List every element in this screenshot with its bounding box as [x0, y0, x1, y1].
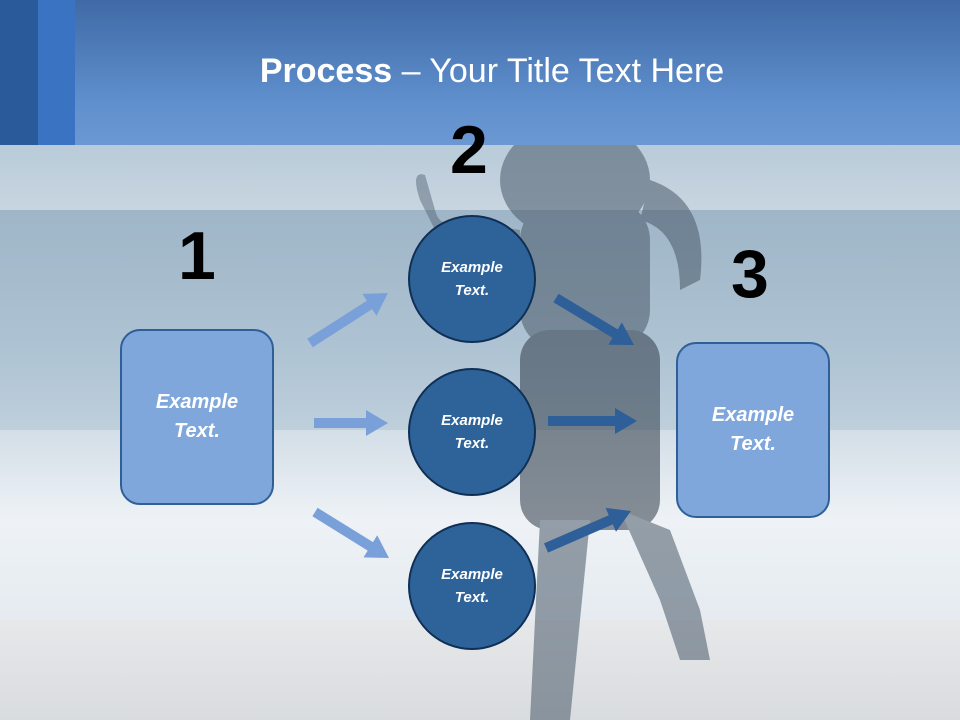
- step-2-circle-bottom-text: Example Text.: [441, 566, 503, 606]
- step-1-box: Example Text.: [120, 329, 274, 505]
- step-number-1: 1: [178, 218, 216, 294]
- step-2-circle-top-text: Example Text.: [441, 259, 503, 299]
- header-accent-dark: [0, 0, 38, 145]
- arrow-2-bottom-to-3: [544, 507, 631, 553]
- header-band: Process – Your Title Text Here: [0, 0, 960, 145]
- header-accent-mid: [38, 0, 75, 145]
- arrow-1-to-2-top: [307, 293, 388, 348]
- title-rest: – Your Title Text Here: [392, 52, 725, 90]
- step-3-box: Example Text.: [676, 342, 830, 518]
- step-number-2: 2: [450, 112, 488, 188]
- step-number-3: 3: [731, 236, 769, 312]
- background-sky: [0, 145, 960, 215]
- title-bold: Process: [259, 52, 393, 90]
- arrow-1-to-2-middle: [314, 410, 388, 436]
- step-2-circle-bottom: Example Text.: [408, 522, 536, 650]
- step-2-circle-middle-text: Example Text.: [441, 412, 503, 452]
- arrow-2-middle-to-3: [548, 408, 637, 434]
- step-3-text: Example Text.: [711, 404, 795, 455]
- slide-title: Process – Your Title Text Here: [0, 52, 960, 91]
- runner-silhouette: [416, 140, 710, 720]
- step-1-text: Example Text.: [155, 391, 239, 442]
- step-2-circle-middle: Example Text.: [408, 368, 536, 496]
- arrow-1-to-2-bottom: [312, 507, 389, 558]
- arrow-2-top-to-3: [553, 293, 634, 345]
- step-2-circle-top: Example Text.: [408, 215, 536, 343]
